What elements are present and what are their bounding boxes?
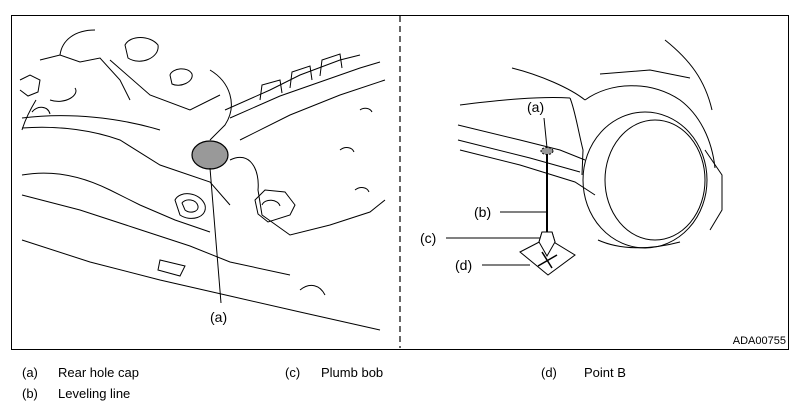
vehicle-side-drawing — [457, 39, 723, 249]
callout-d: (d) — [455, 257, 472, 273]
underbody-drawing — [19, 29, 386, 331]
jack-point-marker — [540, 147, 554, 155]
legend-key-a: (a) — [22, 365, 38, 380]
callout-c: (c) — [420, 230, 436, 246]
legend-text-plumb-bob: Plumb bob — [321, 365, 384, 380]
legend-key-b: (b) — [22, 386, 38, 401]
figure-code: ADA00755 — [732, 335, 786, 347]
legend-text-rear-hole-cap: Rear hole cap — [58, 365, 139, 380]
callout-a-left: (a) — [210, 309, 227, 325]
leader-line-a-left — [209, 167, 222, 304]
point-b-sheet — [519, 237, 576, 276]
legend-text-point-b: Point B — [584, 365, 626, 380]
figure-illustration: (a) (a) (b) (c) (d) — [19, 16, 723, 348]
legend-text-leveling-line: Leveling line — [58, 386, 131, 401]
figure-frame — [11, 15, 789, 350]
leader-line-a-right — [543, 117, 548, 149]
callout-b: (b) — [474, 204, 491, 220]
rear-hole-cap — [191, 140, 229, 170]
callout-a-right: (a) — [527, 99, 544, 115]
legend-key-d: (d) — [541, 365, 557, 380]
legend-key-c: (c) — [285, 365, 301, 380]
